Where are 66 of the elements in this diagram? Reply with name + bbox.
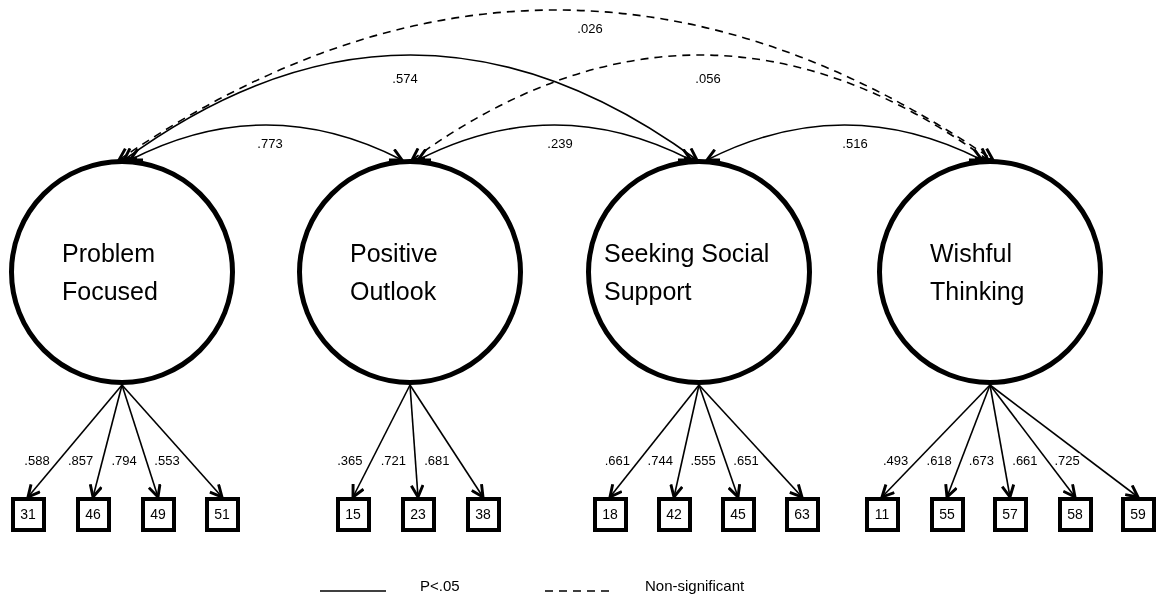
edge-label: .239 <box>546 136 574 150</box>
edge-label: .673 <box>967 453 996 467</box>
item-box: 59 <box>1120 497 1156 532</box>
edge-label: .661 <box>1011 453 1039 467</box>
arrow <box>608 384 700 499</box>
item-box: 11 <box>864 497 900 532</box>
item-box: 51 <box>204 497 240 532</box>
item-box: 63 <box>784 497 820 532</box>
item-box: 15 <box>335 497 371 532</box>
arrow <box>705 124 984 162</box>
legend-text: Non-significant <box>645 578 745 593</box>
arrow <box>669 384 700 499</box>
item-box: 49 <box>140 497 176 532</box>
edge-label: .555 <box>689 453 717 467</box>
edge-label: .365 <box>336 453 364 467</box>
edge-label: .721 <box>379 453 407 467</box>
edge-label: .588 <box>23 453 51 467</box>
edge-label: .773 <box>256 136 284 150</box>
arrow <box>409 384 485 499</box>
edge-label: .857 <box>66 453 95 467</box>
edge-label: .681 <box>423 453 451 467</box>
arrow <box>989 384 1140 499</box>
arrow <box>117 9 995 162</box>
arrow <box>944 384 991 499</box>
arrow <box>351 384 411 499</box>
legend-text: P<.05 <box>420 578 460 593</box>
arrow <box>409 384 425 499</box>
edge-label: .026 <box>576 21 604 35</box>
edge-label: .744 <box>646 453 674 467</box>
arrow <box>416 124 693 162</box>
item-box: 23 <box>400 497 436 532</box>
arrow <box>122 54 699 162</box>
arrow <box>121 384 162 499</box>
factor-name: Wishful Thinking <box>930 238 1026 307</box>
edge-label: .574 <box>391 71 419 85</box>
edge-label: .618 <box>925 453 953 467</box>
arrow <box>88 384 123 499</box>
item-box: 38 <box>465 497 501 532</box>
item-box: 18 <box>592 497 628 532</box>
factor-name: Problem Focused <box>62 238 159 307</box>
arrow <box>410 54 990 162</box>
item-box: 42 <box>656 497 692 532</box>
arrow <box>698 384 742 499</box>
edge-label: .553 <box>153 453 181 467</box>
item-box: 45 <box>720 497 756 532</box>
item-box: 58 <box>1057 497 1093 532</box>
edge-label: .056 <box>694 71 722 85</box>
arrow <box>698 384 804 499</box>
edge-label: .493 <box>881 453 910 467</box>
item-box: 31 <box>10 497 46 532</box>
item-box: 57 <box>992 497 1028 532</box>
arrow <box>989 384 1016 499</box>
item-box: 46 <box>75 497 111 532</box>
edge-label: .794 <box>110 453 138 467</box>
factor-name: Positive Outlook <box>350 238 439 307</box>
arrow <box>880 384 991 499</box>
arrow <box>26 384 123 499</box>
item-box: 55 <box>929 497 965 532</box>
arrow <box>989 384 1077 499</box>
edge-label: .516 <box>841 136 869 150</box>
arrow <box>128 124 404 162</box>
arrow <box>121 384 224 499</box>
edge-label: .725 <box>1053 453 1081 467</box>
factor-name: Seeking Social Support <box>604 238 771 307</box>
edge-label: .651 <box>732 453 760 467</box>
edge-label: .661 <box>603 453 631 467</box>
